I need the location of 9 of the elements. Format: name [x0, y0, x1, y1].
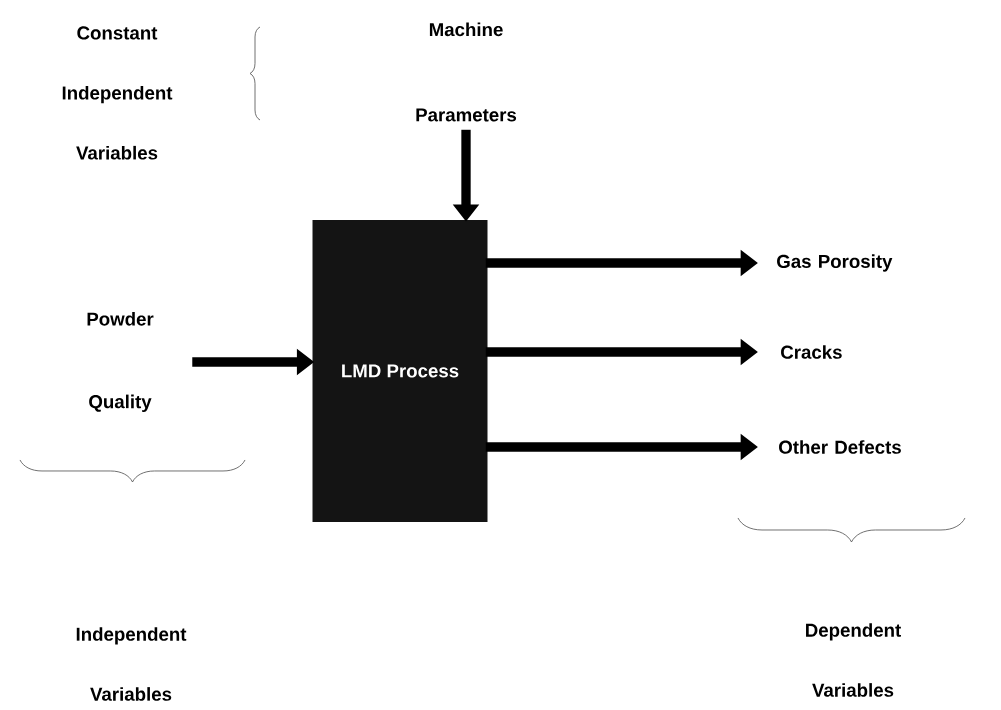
label-text: Constant Independent Variables — [62, 26, 173, 160]
label-text: Independent Variables — [76, 627, 187, 701]
node-text: Other Defects — [779, 440, 901, 454]
label-text: Dependent Variables — [806, 623, 901, 697]
node-text: Gas Porosity — [777, 254, 893, 272]
node-text: Machine Parameters — [416, 22, 517, 122]
process-box: LMD Process — [312, 220, 488, 522]
node-text: Powder Quality — [87, 311, 154, 412]
node-text: Cracks — [781, 345, 842, 359]
